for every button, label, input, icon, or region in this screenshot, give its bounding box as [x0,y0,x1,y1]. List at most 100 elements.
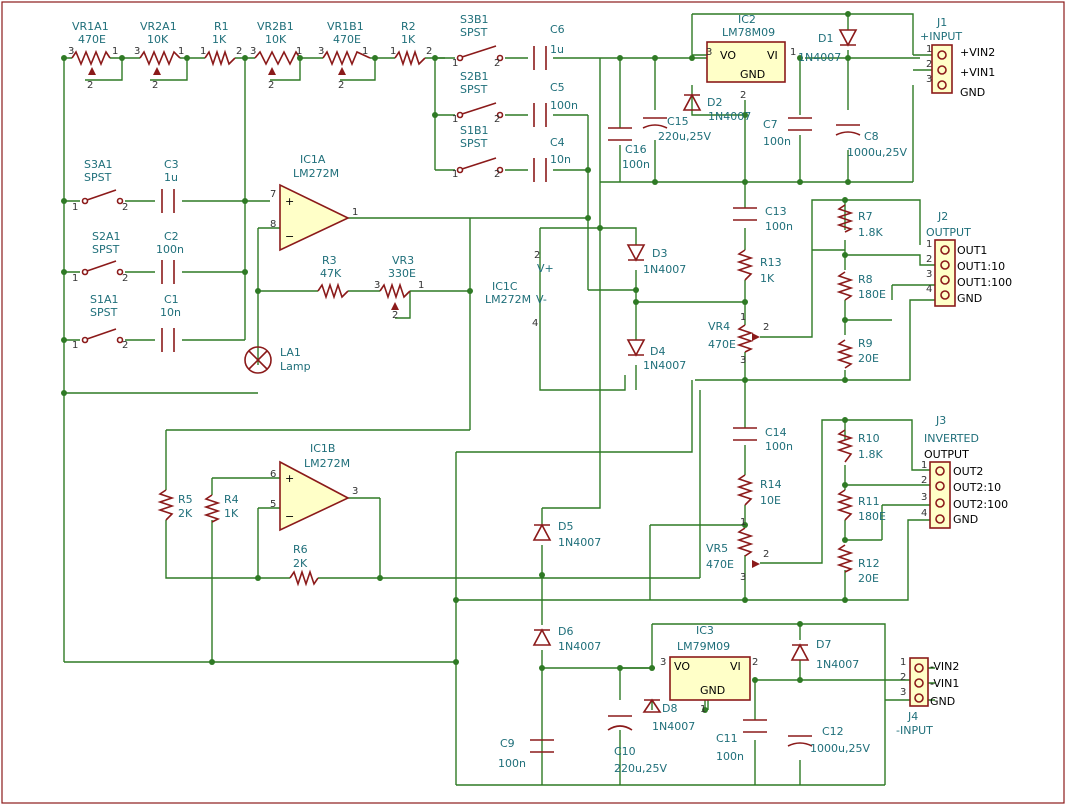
ref-C9: C9 [500,737,515,750]
ref-C13: C13 [765,205,787,218]
svg-text:4: 4 [921,508,927,519]
ref-VR3: VR3 [392,254,414,267]
svg-text:4: 4 [926,284,932,295]
val-VR2B1: 10K [265,33,287,46]
svg-text:1: 1 [926,44,932,55]
val-R8: 180E [858,288,886,301]
val-R9: 20E [858,352,879,365]
val-IC3: LM79M09 [677,640,730,653]
ic1b-opamp [279,460,350,532]
ref-IC1B: IC1B [310,442,335,455]
svg-text:3: 3 [706,47,712,58]
ref-VR2B1: VR2B1 [257,20,294,33]
val-D8: 1N4007 [652,720,695,733]
val-R2: 1K [401,33,416,46]
svg-text:3: 3 [740,355,746,366]
val-S1A1: SPST [90,306,118,319]
val-D4: 1N4007 [643,359,686,372]
ref-R1: R1 [214,20,229,33]
j2-pin4: GND [957,292,982,305]
ic3-vo-pin: VO [674,660,690,673]
val-C14: 100n [765,440,793,453]
ref-C14: C14 [765,426,787,439]
val-R1: 1K [212,33,227,46]
r1-resistor [204,49,236,67]
ref-IC1A: IC1A [300,153,326,166]
svg-text:3: 3 [250,46,256,57]
ref-C12: C12 [822,725,844,738]
val-IC1B: LM272M [304,457,350,470]
svg-text:2: 2 [494,169,500,180]
val-C16: 100n [622,158,650,171]
val-C7: 100n [763,135,791,148]
ic3-vi-pin: VI [730,660,741,673]
ref-J2: J2 [937,210,948,223]
ic1c-vminus: V- [536,293,547,306]
vr2b1-resistor [254,50,301,66]
val-S1B1: SPST [460,137,488,150]
val-R6: 2K [293,557,308,570]
svg-text:3: 3 [660,657,666,668]
svg-text:1: 1 [921,460,927,471]
ref-VR5: VR5 [706,542,728,555]
components: +− [71,29,956,753]
svg-text:1: 1 [740,517,746,528]
svg-text:2: 2 [926,59,932,70]
lamp-symbol [244,346,272,374]
svg-text:3: 3 [68,46,74,57]
ref-R5: R5 [178,493,193,506]
val-IC2: LM78M09 [722,26,775,39]
ref-VR1B1: VR1B1 [327,20,364,33]
svg-text:4: 4 [532,318,538,329]
j2-pin2: OUT1:10 [957,260,1005,273]
j2-pin3: OUT1:100 [957,276,1012,289]
svg-text:3: 3 [926,74,932,85]
ref-R4: R4 [224,493,239,506]
j3-pin3: OUT2:100 [953,498,1008,511]
svg-text:2: 2 [921,475,927,486]
ref-VR2A1: VR2A1 [140,20,177,33]
val-C2: 100n [156,243,184,256]
svg-text:3: 3 [740,572,746,583]
svg-text:1: 1 [72,273,78,284]
ref-J4: J4 [907,710,918,723]
r2-resistor [394,49,426,67]
val-S3B1: SPST [460,26,488,39]
ref-R3: R3 [322,254,337,267]
val-C15: 220u,25V [658,130,711,143]
j3-title2: OUTPUT [924,448,969,461]
ref-R11: R11 [858,495,880,508]
svg-text:3: 3 [921,492,927,503]
svg-text:3: 3 [900,687,906,698]
ref-D8: D8 [662,702,677,715]
val-C9: 100n [498,757,526,770]
svg-text:2: 2 [426,46,432,57]
val-S2A1: SPST [92,243,120,256]
val-D1: 1N4007 [798,51,841,64]
j4-pin2: -VIN1 [930,677,959,690]
ref-D3: D3 [652,247,667,260]
j4-connector [909,657,929,707]
svg-text:1: 1 [790,47,796,58]
j1-pin3: GND [960,86,985,99]
val-C5: 100n [550,99,578,112]
d3-diode [626,244,646,262]
d4-diode [626,339,646,357]
ref-D4: D4 [650,345,665,358]
val-R3: 47K [320,267,342,280]
svg-text:1: 1 [390,46,396,57]
ref-R8: R8 [858,273,873,286]
ref-D6: D6 [558,625,573,638]
ref-VR4: VR4 [708,320,730,333]
ref-C6: C6 [550,23,565,36]
svg-text:2: 2 [122,202,128,213]
svg-text:1: 1 [452,169,458,180]
val-R11: 180E [858,510,886,523]
j1-title: +INPUT [920,30,962,43]
ref-D1: D1 [818,32,833,45]
svg-text:3: 3 [134,46,140,57]
svg-text:2: 2 [740,90,746,101]
val-C3: 1u [164,171,178,184]
